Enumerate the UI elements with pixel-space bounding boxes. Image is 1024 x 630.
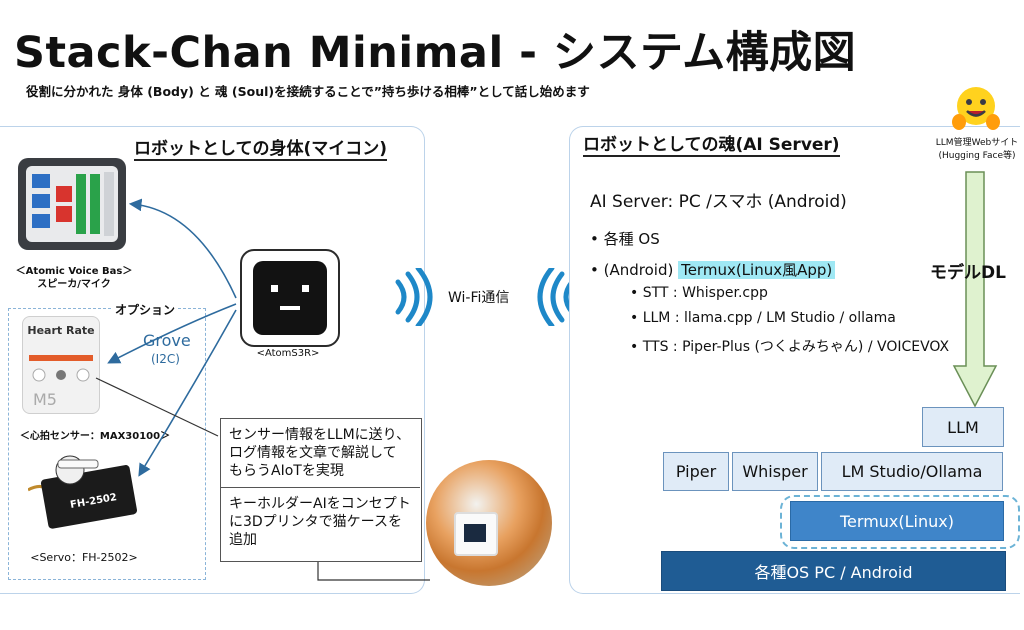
arrow-to-servo: [138, 309, 237, 477]
model-dl-label: モデルDL: [930, 263, 1006, 283]
note-line: センサー情報をLLMに送り、: [229, 427, 411, 443]
soul-panel-title: ロボットとしての魂(AI Server): [583, 135, 840, 157]
heart-caption: ＜心拍センサー：MAX30100＞: [19, 431, 171, 442]
voice-caption-sub: スピーカ/マイク: [37, 279, 111, 290]
arrow-to-voice: [128, 198, 237, 299]
page-title: Stack-Chan Minimal - システム構成図: [14, 28, 857, 78]
note-line: に3Dプリンタで猫ケースを: [229, 514, 402, 530]
sub-bullet-llm: • LLM : llama.cpp / LM Studio / ollama: [630, 310, 896, 326]
stack-os: 各種OS PC / Android: [661, 551, 1006, 591]
note-divider: [220, 487, 420, 488]
option-group: [8, 308, 206, 580]
sub-bullet-stt: • STT : Whisper.cpp: [630, 285, 768, 301]
wifi-left-icon: [395, 268, 433, 326]
note-line: もらうAIoTを実現: [229, 463, 344, 479]
heart-sensor-label: Heart Rate: [27, 324, 95, 337]
atoms3r-caption: <AtomS3R>: [256, 348, 320, 359]
servo-caption: <Servo：FH-2502>: [30, 551, 138, 564]
atoms3r-device: [240, 249, 340, 347]
body-panel-title: ロボットとしての身体(マイコン): [134, 139, 388, 161]
page-subtitle: 役割に分かれた 身体 (Body) と 魂 (Soul)を接続することで”持ち歩…: [26, 84, 590, 99]
photo-leader-line: [317, 560, 430, 581]
hf-label-line2: (Hugging Face等): [938, 151, 1016, 161]
hugging-face-icon: [952, 87, 1000, 130]
stack-lmstudio: LM Studio/Ollama: [821, 452, 1003, 491]
bullet-os: • 各種 OS: [590, 230, 660, 248]
stack-llm: LLM: [922, 407, 1004, 447]
i2c-label: (I2C): [151, 352, 180, 366]
robot-photo: [426, 460, 552, 586]
note-line: ログ情報を文章で解説して: [229, 445, 397, 461]
bullet-android-prefix: • (Android): [590, 261, 679, 279]
bullet-android: • (Android) Termux(Linux風App): [590, 259, 836, 280]
hf-label-line1: LLM管理Webサイト: [935, 138, 1019, 148]
svg-text:M5: M5: [33, 390, 57, 409]
voice-caption: ＜Atomic Voice Bas＞: [15, 266, 133, 277]
wifi-label: Wi-Fi通信: [448, 290, 510, 306]
grove-label: Grove: [143, 331, 191, 350]
termux-highlight: Termux(Linux風App): [678, 261, 836, 279]
option-label: オプション: [112, 301, 179, 318]
stack-whisper: Whisper: [732, 452, 818, 491]
note-leader-line: [95, 377, 219, 437]
servo-image: FH-2502: [27, 452, 140, 532]
description-note: センサー情報をLLMに送り、 ログ情報を文章で解説して もらうAIoTを実現 キ…: [220, 418, 422, 562]
termux-dashed-frame: [780, 495, 1020, 549]
atomic-voice-base-image: [18, 158, 126, 250]
voice-board-graphic: [32, 172, 114, 236]
stack-termux: Termux(Linux): [790, 501, 1004, 541]
model-download-arrow: [952, 171, 998, 408]
note-line: 追加: [229, 532, 257, 548]
arrow-to-heart: [107, 303, 237, 364]
stack-piper: Piper: [663, 452, 729, 491]
hugging-face-label: LLM管理Webサイト (Hugging Face等): [912, 137, 1024, 163]
sub-bullet-tts: • TTS : Piper-Plus (つくよみちゃん) / VOICEVOX: [630, 339, 950, 355]
heart-sensor-graphic: M5: [29, 355, 93, 409]
heart-rate-sensor-image: Heart Rate M5: [22, 316, 100, 414]
servo-graphic: [27, 455, 138, 529]
ai-server-label: AI Server: PC /スマホ (Android): [590, 192, 847, 212]
note-line: キーホルダーAIをコンセプト: [229, 496, 411, 512]
